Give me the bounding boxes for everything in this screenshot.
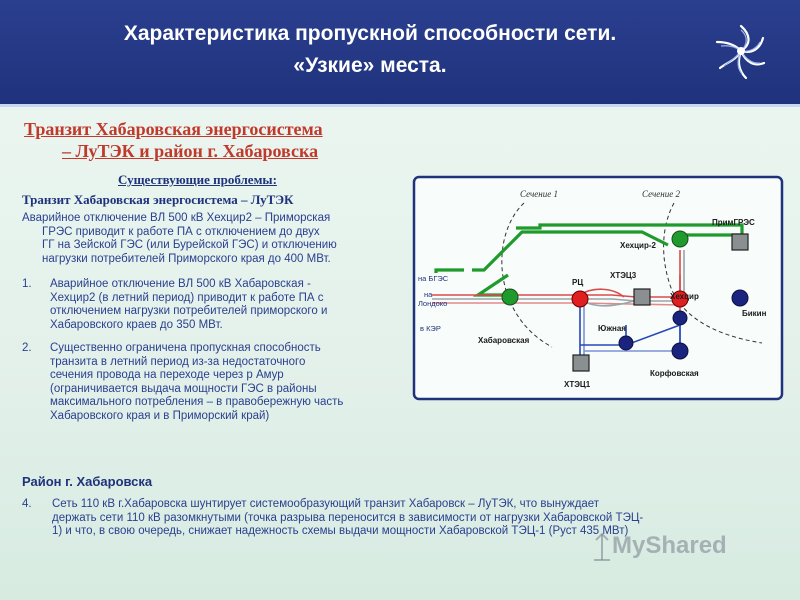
left-label-ker: в КЭР (420, 324, 441, 333)
intro-paragraph: Аварийное отключение ВЛ 500 кВ Хехцир2 –… (22, 212, 404, 266)
node-khekhtsir-lower-icon (672, 310, 688, 326)
list-item-number: 2. (22, 342, 32, 354)
list-item-number: 4. (22, 498, 32, 510)
list-item: 2. Существенно ограничена пропускная спо… (22, 342, 402, 423)
node-khekhtsir2-icon (671, 230, 689, 248)
intro-line: нагрузки потребителей Приморского края д… (42, 252, 331, 265)
label-khabarovskaya: Хабаровская (478, 336, 530, 345)
node-yuzhnaya-icon (618, 335, 634, 351)
watermark-text: MyShared (612, 532, 727, 559)
label-khetz3: ХТЭЦ3 (610, 271, 637, 280)
section-title-line-2: – ЛуТЭК и район г. Хабаровска (62, 141, 319, 161)
node-bikin-icon (731, 289, 749, 307)
list-item-line: сечения провода на переходе через р Амур (50, 369, 284, 381)
list-item: 1. Аварийное отключение ВЛ 500 кВ Хабаро… (22, 278, 402, 332)
list-item-line: Хехцир2 (в летний период) приводит к раб… (50, 291, 324, 304)
label-yuzhnaya: Южная (598, 324, 626, 333)
header-banner: Характеристика пропускной способности се… (0, 0, 800, 107)
list-item-line: транзита в летний период из-за недостато… (50, 355, 306, 368)
intro-line: Аварийное отключение ВЛ 500 кВ Хехцир2 –… (22, 212, 331, 224)
section-title: Транзит Хабаровская энергосистема – ЛуТЭ… (24, 118, 404, 162)
watermark-logo-icon (594, 532, 610, 561)
section-2-label: Сечение 2 (642, 189, 680, 199)
list-item-line: (ограничивается выдача мощности ГЭС в ра… (50, 382, 317, 395)
left-label-na: на (424, 290, 433, 299)
list-item-line: Существенно ограничена пропускная способ… (50, 342, 321, 354)
label-bikin: Бикин (742, 309, 767, 318)
section-1-boundary (501, 202, 553, 348)
title-line-1: Характеристика пропускной способности се… (123, 22, 617, 45)
node-primgres-icon (731, 233, 749, 251)
transit-heading: Транзит Хабаровская энергосистема – ЛуТЭ… (22, 192, 294, 207)
district-heading: Район г. Хабаровска (22, 474, 153, 489)
section-title-line-1: Транзит Хабаровская энергосистема (24, 119, 323, 139)
list-item-number: 1. (22, 278, 32, 290)
left-label-londoko: Лондоко (418, 299, 447, 308)
label-khetz1: ХТЭЦ1 (564, 380, 591, 389)
list-item: 4. Сеть 110 кВ г.Хабаровска шунтирует си… (22, 498, 762, 539)
node-rts-icon (571, 290, 589, 308)
list-item-line: максимального потребления – в правобереж… (50, 396, 344, 408)
intro-line: ГГ на Зейской ГЭС (или Бурейской ГЭС) и … (42, 239, 337, 251)
label-primgres: ПримГРЭС (712, 218, 755, 227)
list-item-line: Сеть 110 кВ г.Хабаровска шунтирует систе… (52, 498, 600, 510)
label-rts: РЦ (572, 278, 583, 287)
network-diagram: Сечение 1 Сечение 2 на БГЭС на Лондоко в… (412, 175, 784, 401)
node-korfovskaya-icon (671, 342, 689, 360)
left-label-bges: на БГЭС (418, 274, 449, 283)
title-line-2: «Узкие» места. (293, 54, 447, 77)
list-item-line: Аварийное отключение ВЛ 500 кВ Хабаровск… (50, 278, 311, 290)
node-khabarovskaya-icon (501, 288, 519, 306)
list-item-line: 1) и что, в свою очередь, снижает надежн… (52, 525, 629, 537)
list-item-line: Хабаровского краев до 350 МВт. (50, 318, 223, 331)
node-khetz3-icon (633, 288, 651, 306)
problems-heading: Существующие проблемы: (118, 172, 277, 187)
diagram-frame (412, 175, 784, 401)
node-khekhtsir-icon (671, 290, 689, 308)
label-khekhtsir: Хехцир (670, 292, 699, 301)
node-khetz1-icon (572, 354, 590, 372)
list-item-line: Хабаровского края и в Приморский край) (50, 409, 270, 422)
label-korfovskaya: Корфовская (650, 369, 699, 378)
section-1-label: Сечение 1 (520, 189, 558, 199)
list-item-line: отключением нагрузки потребителей примор… (50, 305, 328, 317)
label-khekhtsir2: Хехцир-2 (620, 241, 657, 250)
page-title: Характеристика пропускной способности се… (20, 18, 720, 82)
list-item-line: держать сети 110 кВ разомкнутыми (точка … (52, 511, 644, 524)
intro-line: ГРЭС приводит к работе ПА с отключением … (42, 225, 320, 238)
company-logo-icon (715, 24, 766, 80)
